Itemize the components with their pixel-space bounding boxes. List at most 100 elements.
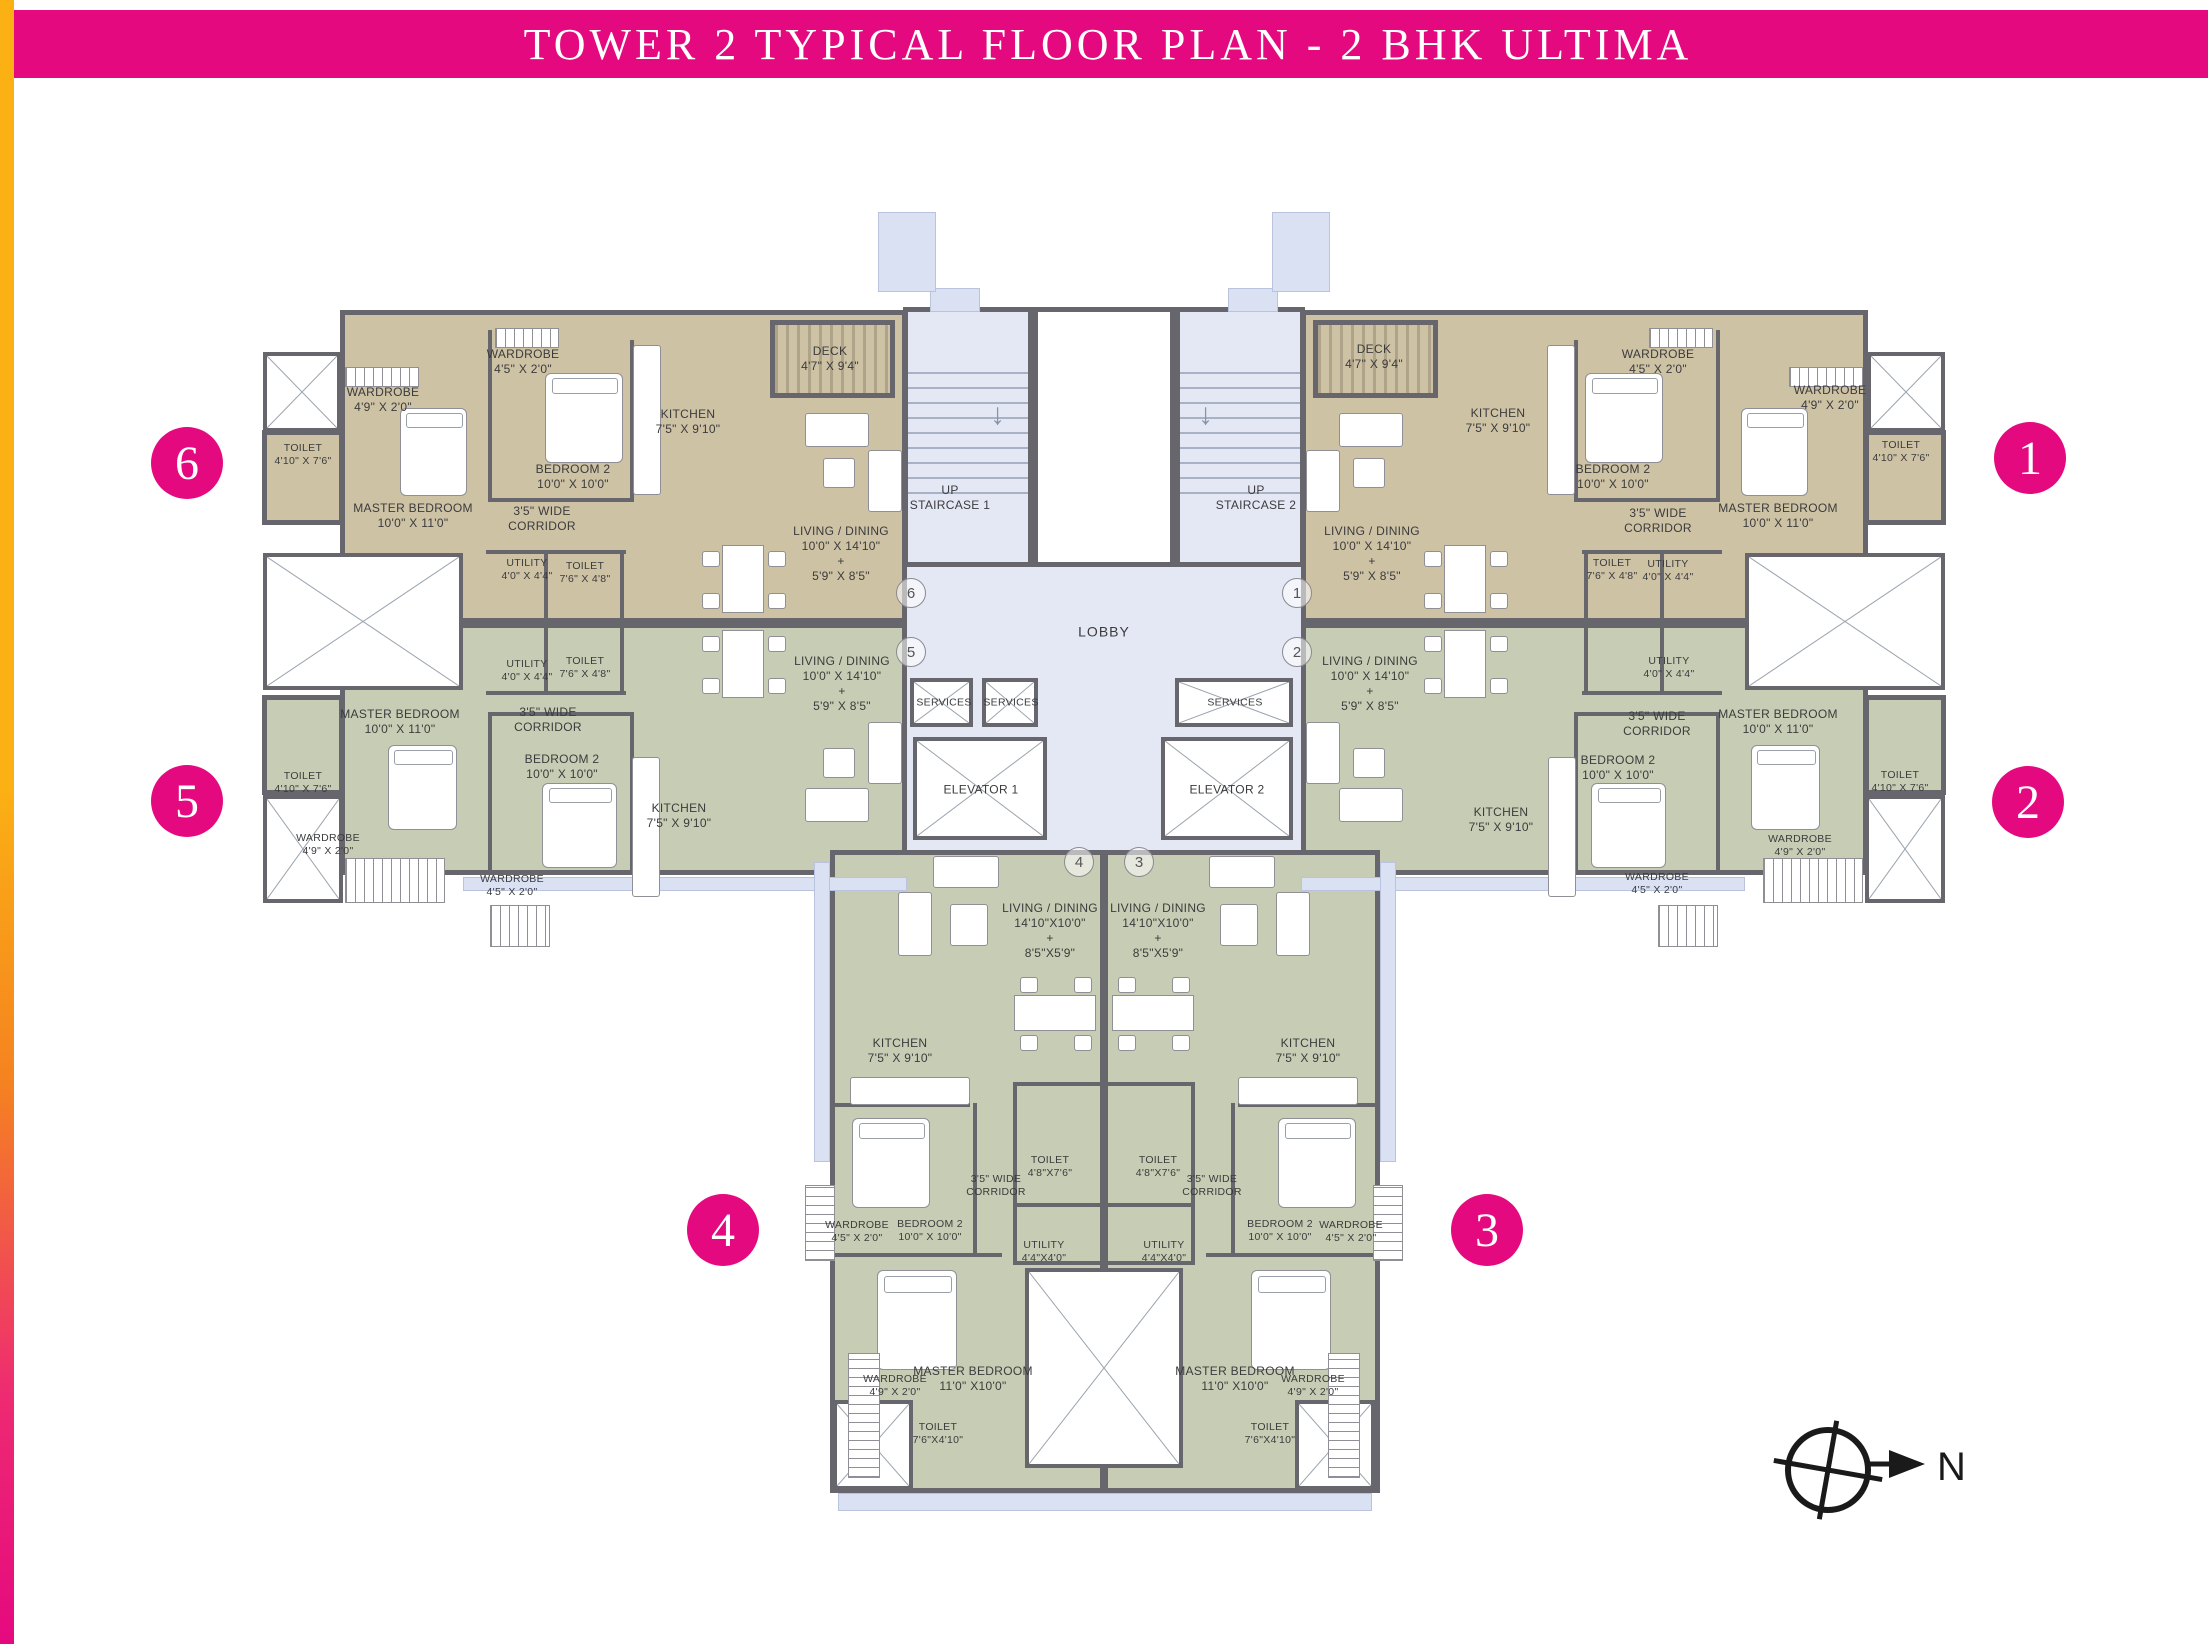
- tablev-shape: [722, 545, 764, 613]
- chair-shape: [1074, 977, 1092, 993]
- chair-shape: [1074, 1035, 1092, 1051]
- window-strip: [1380, 862, 1396, 1162]
- chair-shape: [1118, 1035, 1136, 1051]
- tablev-shape: [722, 630, 764, 698]
- services-3: [1175, 678, 1293, 727]
- bed-shape: [388, 745, 457, 830]
- services-2: [982, 678, 1038, 727]
- ct-shape: [1353, 458, 1385, 488]
- wall-segment: [1013, 1082, 1017, 1265]
- door-number: 5: [896, 637, 926, 667]
- arrowd-shape: ↓: [990, 398, 1005, 431]
- wall-segment: [1013, 1203, 1195, 1207]
- wall-segment: [488, 330, 492, 502]
- wall-segment: [1231, 1103, 1235, 1253]
- wall-segment: [830, 1103, 970, 1107]
- sofa-shape: [1306, 722, 1340, 784]
- sofa-shape: [868, 722, 902, 784]
- wall-segment: [1716, 330, 1720, 502]
- window-strip: [1301, 877, 1745, 891]
- unit-badge: 4: [687, 1194, 759, 1266]
- wall-segment: [1582, 550, 1722, 554]
- bed-shape: [877, 1270, 957, 1370]
- door-number: 2: [1282, 637, 1312, 667]
- window-strip: [930, 288, 980, 312]
- shaft-void: [1865, 795, 1945, 903]
- sofa-shape: [868, 450, 902, 512]
- wall-segment: [1013, 1082, 1195, 1086]
- wstripv-shape: [805, 1185, 835, 1261]
- wall-segment: [1584, 623, 1588, 693]
- elevator-1: [913, 737, 1047, 840]
- bed-shape: [852, 1118, 930, 1208]
- wstrip-shape: [1649, 328, 1713, 348]
- compass-north-label: N: [1937, 1445, 1966, 1489]
- shaft-void: [263, 352, 341, 432]
- counter-shape: [1547, 345, 1575, 495]
- wall-segment: [1660, 553, 1664, 623]
- ct-shape: [950, 904, 988, 946]
- bed-shape: [1585, 373, 1663, 463]
- counter-shape: [850, 1077, 970, 1105]
- sofa-shape: [1339, 788, 1403, 822]
- chair-shape: [768, 551, 786, 567]
- wall-segment: [1574, 340, 1578, 500]
- ct-shape: [823, 458, 855, 488]
- shaft-void: [263, 795, 343, 903]
- sofa-shape: [898, 892, 932, 956]
- wall-segment: [1101, 850, 1107, 1270]
- window-strip: [1272, 212, 1330, 292]
- chair-shape: [1020, 1035, 1038, 1051]
- sofa-shape: [1306, 450, 1340, 512]
- door-number: 4: [1064, 847, 1094, 877]
- ct-shape: [1353, 748, 1385, 778]
- treads-shape: [908, 372, 1028, 504]
- wall-segment: [1582, 691, 1722, 695]
- window-strip: [814, 862, 830, 1162]
- chair-shape: [1490, 678, 1508, 694]
- door-number: 3: [1124, 847, 1154, 877]
- unit-badge: 3: [1451, 1194, 1523, 1266]
- door-number: 1: [1282, 578, 1312, 608]
- services-1: [910, 678, 973, 727]
- wall-segment: [1206, 1253, 1378, 1257]
- wstripv-shape: [1328, 1353, 1360, 1478]
- bed-shape: [1741, 408, 1808, 496]
- wstrip-shape: [345, 858, 445, 903]
- room-label: SERVICES: [1207, 696, 1263, 709]
- wall-segment: [620, 623, 624, 693]
- wall-segment: [1191, 1082, 1195, 1265]
- chair-shape: [1172, 1035, 1190, 1051]
- wall-segment: [544, 553, 548, 623]
- deck-left: [770, 320, 895, 398]
- chair-shape: [768, 593, 786, 609]
- chair-shape: [1490, 636, 1508, 652]
